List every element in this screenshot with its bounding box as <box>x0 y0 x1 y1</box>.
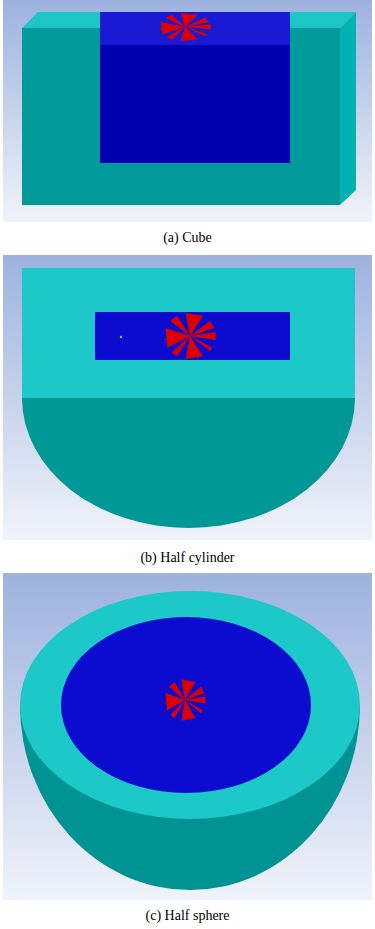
probe-point <box>120 336 122 338</box>
source-fan <box>164 313 216 359</box>
render-background <box>3 255 372 540</box>
figure-caption-box: (c) Half sphere <box>0 906 375 925</box>
domain-top <box>100 12 290 45</box>
half-cylinder-model <box>3 255 372 540</box>
figure-caption: (c) Half sphere <box>146 908 230 923</box>
source-fan <box>164 680 206 721</box>
half-sphere-model <box>3 573 372 900</box>
domain-section <box>100 45 290 163</box>
figure-caption-box: (a) Cube <box>0 228 375 247</box>
sphere-top-face <box>20 591 360 819</box>
cube-side-face <box>340 12 356 205</box>
cube-front-face <box>22 28 340 205</box>
cube-model <box>3 0 372 222</box>
source-fan <box>159 13 211 41</box>
render-background <box>3 0 372 222</box>
figure-caption: (b) Half cylinder <box>140 550 234 565</box>
render-background <box>3 573 372 900</box>
figure-caption-box: (b) Half cylinder <box>0 548 375 567</box>
domain-top <box>61 617 311 793</box>
cylinder-curved-face <box>22 398 355 528</box>
figure-caption: (a) Cube <box>163 230 212 245</box>
domain-top <box>95 312 290 360</box>
cylinder-top-face <box>22 268 355 398</box>
